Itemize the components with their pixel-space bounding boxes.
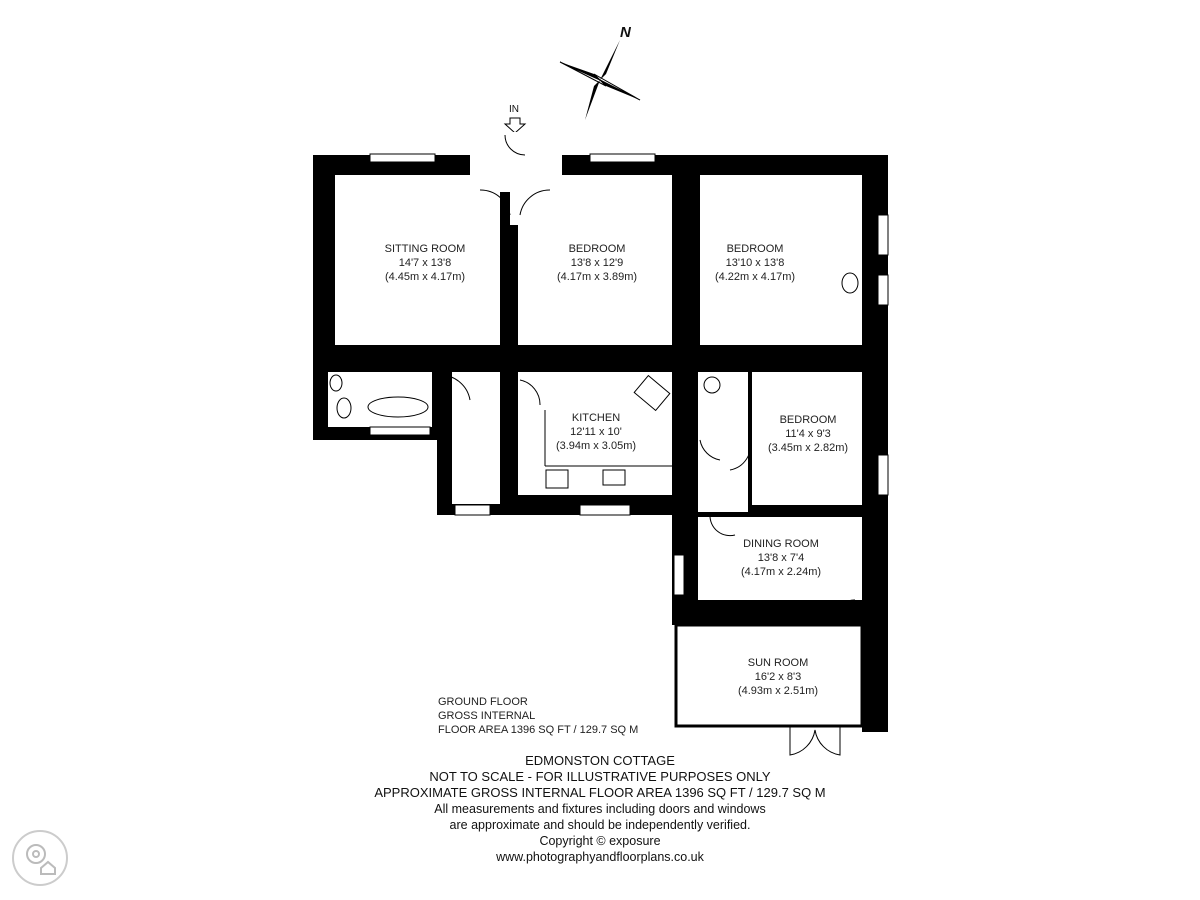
floor-area-info: GROUND FLOOR GROSS INTERNAL FLOOR AREA 1… bbox=[438, 695, 638, 737]
property-name: EDMONSTON COTTAGE bbox=[525, 753, 675, 768]
room-size-metric: (3.45m x 2.82m) bbox=[767, 442, 849, 454]
website-link[interactable]: www.photographyandfloorplans.co.uk bbox=[496, 850, 704, 864]
floor-area-caption: GROSS INTERNAL bbox=[438, 710, 536, 722]
room-size-metric: (4.22m x 4.17m) bbox=[714, 271, 796, 283]
room-name: KITCHEN bbox=[571, 412, 621, 424]
room-label-bedroom-1: BEDROOM 13'8 x 12'9 (4.17m x 3.89m) bbox=[557, 242, 637, 284]
windows bbox=[369, 153, 889, 596]
room-label-bedroom-3: BEDROOM 11'4 x 9'3 (3.45m x 2.82m) bbox=[768, 413, 848, 455]
room-label-dining-room: DINING ROOM 13'8 x 7'4 (4.17m x 2.24m) bbox=[741, 537, 821, 579]
floor-name: GROUND FLOOR bbox=[438, 696, 528, 708]
room-areas bbox=[328, 132, 862, 600]
room-name: SITTING ROOM bbox=[384, 243, 466, 255]
toilet-icon bbox=[841, 272, 859, 294]
room-size-metric: (3.94m x 3.05m) bbox=[555, 440, 637, 452]
compass-rose bbox=[559, 40, 641, 120]
room-size-imperial: 14'7 x 13'8 bbox=[398, 257, 452, 269]
copyright: Copyright © exposure bbox=[539, 834, 661, 848]
room-size-metric: (4.93m x 2.51m) bbox=[737, 685, 819, 697]
room-name: DINING ROOM bbox=[743, 538, 819, 550]
hob-icon bbox=[545, 469, 569, 489]
cooker-icon bbox=[633, 374, 671, 412]
scale-disclaimer: NOT TO SCALE - FOR ILLUSTRATIVE PURPOSES… bbox=[429, 769, 771, 784]
room-label-sun-room: SUN ROOM 16'2 x 8'3 (4.93m x 2.51m) bbox=[738, 656, 818, 698]
room-size-imperial: 11'4 x 9'3 bbox=[785, 428, 831, 440]
location-home-logo-icon bbox=[12, 830, 68, 886]
room-label-kitchen: KITCHEN 12'11 x 10' (3.94m x 3.05m) bbox=[556, 411, 636, 453]
entrance-label: IN bbox=[509, 104, 519, 115]
entrance-arrow-icon bbox=[503, 117, 527, 134]
toilet-icon bbox=[336, 397, 352, 419]
basin-icon bbox=[329, 374, 343, 392]
room-size-metric: (4.17m x 2.24m) bbox=[740, 566, 822, 578]
sink-icon bbox=[602, 469, 626, 486]
plan-footer: EDMONSTON COTTAGE NOT TO SCALE - FOR ILL… bbox=[0, 753, 1200, 865]
fixtures bbox=[329, 272, 859, 489]
room-size-imperial: 16'2 x 8'3 bbox=[754, 671, 802, 683]
room-name: SUN ROOM bbox=[747, 657, 809, 669]
compass-north-label: N bbox=[620, 24, 631, 41]
bath-icon bbox=[367, 396, 429, 418]
gross-area: APPROXIMATE GROSS INTERNAL FLOOR AREA 13… bbox=[374, 785, 826, 800]
boiler-icon bbox=[703, 376, 721, 394]
room-size-imperial: 12'11 x 10' bbox=[570, 426, 622, 438]
doors bbox=[439, 134, 856, 756]
room-name: BEDROOM bbox=[568, 243, 626, 255]
room-size-imperial: 13'8 x 12'9 bbox=[570, 257, 624, 269]
room-name: BEDROOM bbox=[779, 414, 837, 426]
room-size-imperial: 13'10 x 13'8 bbox=[725, 257, 785, 269]
measurement-disclaimer-1: All measurements and fixtures including … bbox=[434, 802, 766, 816]
room-size-imperial: 13'8 x 7'4 bbox=[757, 552, 805, 564]
room-label-bedroom-2: BEDROOM 13'10 x 13'8 (4.22m x 4.17m) bbox=[715, 242, 795, 284]
floor-area-value: FLOOR AREA 1396 SQ FT / 129.7 SQ M bbox=[438, 724, 639, 736]
room-name: BEDROOM bbox=[726, 243, 784, 255]
measurement-disclaimer-2: are approximate and should be independen… bbox=[449, 818, 751, 832]
room-size-metric: (4.45m x 4.17m) bbox=[384, 271, 466, 283]
sun-room-glazing bbox=[674, 623, 864, 728]
room-label-sitting-room: SITTING ROOM 14'7 x 13'8 (4.45m x 4.17m) bbox=[385, 242, 466, 284]
room-size-metric: (4.17m x 3.89m) bbox=[556, 271, 638, 283]
